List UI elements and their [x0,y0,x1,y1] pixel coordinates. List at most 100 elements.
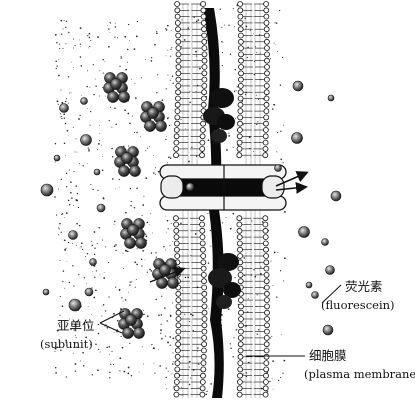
stipple-dot [159,365,162,367]
stipple-dot [96,149,98,150]
stipple-dot [252,381,254,383]
stipple-dot [65,172,68,175]
stipple-dot [134,82,136,84]
phospholipid-head [174,353,181,360]
phospholipid-head [237,360,244,367]
stipple-dot [271,377,273,379]
stipple-dot [97,189,99,192]
fluorescein-particle [80,134,92,146]
fluorescein-particle [68,230,78,240]
stipple-dot [274,22,276,24]
phospholipid-head [264,70,270,77]
stipple-dot [251,220,253,222]
stipple-dot [79,39,81,41]
phospholipid-head [263,38,270,45]
stipple-dot [157,349,159,350]
stipple-dot [242,373,244,375]
stipple-dot [101,239,103,241]
stipple-dot [87,163,88,165]
stipple-dot [136,20,139,23]
phospholipid-head [263,83,270,89]
stipple-dot [272,360,274,362]
stipple-dot [183,355,184,357]
phospholipid-head [262,240,269,247]
stipple-dot [90,183,92,185]
phospholipid-head [199,234,206,241]
stipple-dot [83,277,86,279]
stipple-dot [54,34,57,36]
subunit-sphere [155,120,167,132]
stipple-dot [103,271,105,273]
stipple-dot [257,121,259,123]
stipple-dot [258,329,260,331]
phospholipid-head [262,139,269,146]
stipple-dot [235,90,237,92]
phospholipid-head [175,316,182,322]
stipple-dot [108,120,110,122]
fluorescein-label-en: (fluorescein) [321,298,395,312]
stipple-dot [59,113,62,115]
stipple-dot [117,37,119,39]
phospholipid-head [263,353,270,360]
phospholipid-head [237,347,244,354]
subunit-sphere [124,237,136,249]
stipple-dot [143,195,145,197]
stipple-dot [62,281,64,283]
phospholipid-head [237,271,244,278]
stipple-dot [134,261,137,264]
fluorescein-particle [292,80,304,92]
stipple-dot [56,65,58,67]
subunit-label-en: (subunit) [40,337,93,351]
stipple-dot [208,308,210,310]
stipple-dot [128,145,130,147]
stipple-dot [56,214,58,216]
stipple-dot [221,26,223,28]
phospholipid-head [200,19,207,26]
stipple-dot [182,289,183,291]
stipple-dot [150,213,152,215]
stipple-dot [199,67,201,70]
stipple-dot [65,155,66,157]
phospholipid-head [174,19,181,26]
stipple-dot [278,9,281,12]
phospholipid-head [200,265,207,272]
stipple-dot [70,92,72,94]
stipple-dot [118,288,121,291]
phospholipid-head [175,32,182,39]
stipple-dot [154,372,156,374]
phospholipid-head [237,372,243,379]
phospholipid-head [175,83,182,89]
stipple-dot [157,170,160,173]
stipple-dot [156,31,158,33]
stipple-dot [145,233,147,235]
stipple-dot [76,222,78,225]
phospholipid-head [175,322,182,329]
stipple-dot [237,303,239,305]
stipple-dot [93,93,95,96]
stipple-dot [124,109,126,112]
stipple-dot [113,331,115,333]
phospholipid-head [174,108,181,114]
stipple-dot [125,211,127,214]
stipple-dot [99,274,101,276]
stipple-dot [114,107,116,109]
stipple-dot [102,58,104,61]
stipple-dot [165,288,167,290]
stipple-dot [169,336,171,338]
stipple-dot [108,28,110,30]
phospholipid-head [201,32,208,39]
phospholipid-head [174,120,181,127]
stipple-dot [171,75,174,77]
subunit-sphere [107,91,119,103]
phospholipid-head [200,13,207,20]
stipple-dot [142,204,144,207]
stipple-dot [69,92,71,94]
stipple-dot [172,337,175,340]
stipple-dot [64,287,66,289]
stipple-dot [161,337,163,340]
stipple-dot [95,339,96,341]
stipple-dot [206,390,208,392]
stipple-dot [67,76,70,78]
subunit-sphere [127,224,139,236]
phospholipid-head [199,240,206,247]
